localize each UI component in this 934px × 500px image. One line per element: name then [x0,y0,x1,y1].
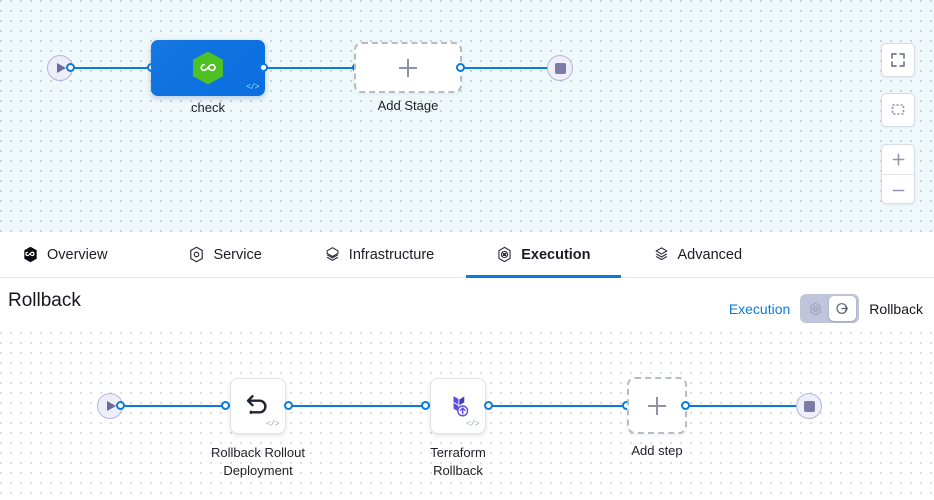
code-badge: </> [466,420,479,429]
connector-check-to-addstage [262,67,356,69]
execution-icon [498,246,511,263]
add-stage-button[interactable] [354,42,462,93]
toggle-segment-rollback[interactable] [829,296,857,321]
stage-canvas[interactable]: </> check Add Stage [0,0,934,232]
tab-service[interactable]: Service [186,232,263,277]
advanced-layers-icon [654,247,668,261]
infrastructure-layers-icon [326,247,339,261]
execution-end-node[interactable] [796,393,822,419]
harness-hexagon-icon [193,51,223,85]
fullscreen-icon [891,53,905,67]
execution-rollback-toggle-row[interactable]: Execution Rollback [729,294,923,323]
connector-addstep-to-end [684,405,804,407]
toggle-label-rollback[interactable]: Rollback [869,300,923,317]
service-hexagon-icon [190,246,204,263]
connector-start-to-step1 [120,405,232,407]
connector-dot [221,401,230,410]
rollback-clock-icon [836,303,849,314]
toggle-label-execution[interactable]: Execution [728,300,791,317]
terraform-rollback-icon [453,396,469,417]
tab-overview[interactable]: Overview [20,232,109,277]
step-node-label: Terraform Rollback [430,445,486,478]
undo-arrow-icon [246,395,267,414]
tab-label: Overview [47,246,108,263]
connector-dot [456,63,465,72]
fit-to-view-button[interactable] [881,93,915,127]
harness-hexagon-icon [24,246,37,263]
connector-dot [681,401,690,410]
stage-config-tabs[interactable]: Overview Service Infrastructure [0,232,934,278]
rollback-header: Rollback Execution Roll [0,278,934,332]
stage-node-label: check [191,100,225,115]
zoom-out-button[interactable] [882,175,914,203]
plus-icon [648,396,666,415]
play-icon [57,63,66,73]
step-node-rollback-rollout-deployment[interactable]: </> [230,378,286,434]
page-title: Rollback [8,290,81,311]
connector-addstage-to-end [459,67,555,69]
stop-icon [554,62,566,74]
connector-dot [484,401,493,410]
connector-step2-to-addstep [487,405,635,407]
step-node-terraform-rollback[interactable]: </> [430,378,486,434]
infinity-glyph [199,63,216,71]
pipeline-end-node[interactable] [547,55,573,81]
toggle-segment-execution[interactable] [802,296,829,321]
fit-to-view-icon [891,104,905,115]
zoom-controls[interactable] [881,144,915,204]
connector-dot [66,63,75,72]
connector-step1-to-step2 [287,405,494,407]
connector-start-to-check [70,67,156,69]
connector-dot [421,401,430,410]
stop-icon [803,400,815,412]
add-step-label: Add step [631,443,683,458]
tab-infrastructure[interactable]: Infrastructure [322,232,436,277]
connector-dot [259,63,268,72]
code-badge: </> [246,83,259,92]
code-badge: </> [266,420,279,429]
add-stage-label: Add Stage [377,98,439,113]
minus-icon [892,189,904,191]
plus-icon [399,58,417,77]
plus-icon [892,153,904,166]
fullscreen-button[interactable] [881,43,915,77]
stage-node-check[interactable]: </> [151,40,265,96]
execution-canvas[interactable]: </> Rollback Rollout Deployment </> Terr… [0,332,934,500]
tab-execution[interactable]: Execution [466,232,621,278]
execution-icon [810,302,821,315]
connector-dot [116,401,125,410]
tab-advanced[interactable]: Advanced [651,232,745,277]
play-icon [107,401,116,411]
tab-label: Execution [521,246,591,263]
step-node-label: Rollback Rollout Deployment [211,445,305,478]
tab-label: Infrastructure [348,246,435,263]
execution-rollback-toggle[interactable] [800,294,860,323]
connector-dot [284,401,293,410]
tab-label: Advanced [677,246,743,263]
add-step-button[interactable] [627,377,687,434]
tab-label: Service [213,246,262,263]
zoom-in-button[interactable] [882,145,914,175]
